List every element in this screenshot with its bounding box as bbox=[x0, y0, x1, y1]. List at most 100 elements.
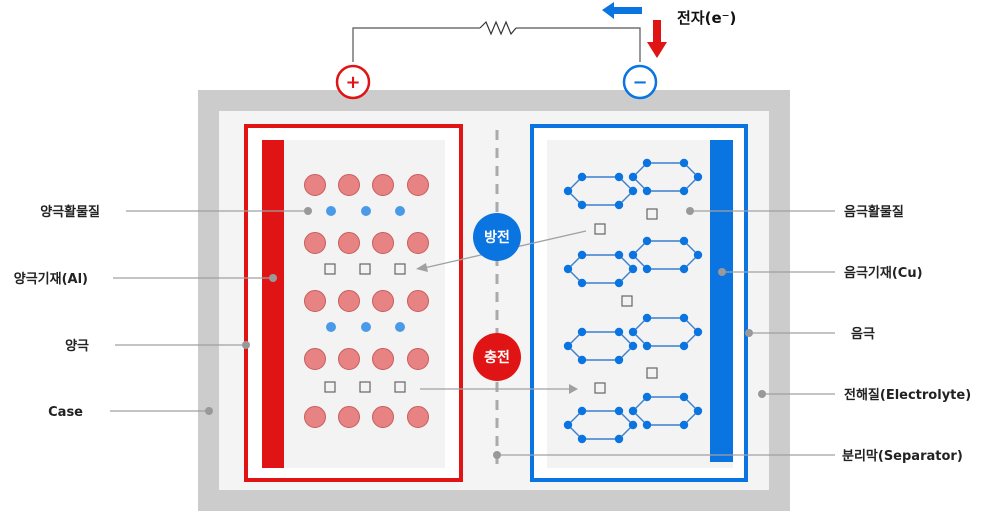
vacancy-square bbox=[324, 381, 336, 393]
carbon-atom bbox=[679, 341, 689, 351]
label-anode: 음극 bbox=[851, 326, 875, 342]
carbon-atom bbox=[679, 264, 689, 274]
cathode-particle bbox=[372, 290, 394, 312]
arrow-head-icon bbox=[416, 263, 428, 272]
carbon-atom bbox=[628, 327, 638, 337]
carbon-atom bbox=[577, 355, 587, 365]
carbon-atom bbox=[642, 158, 652, 168]
positive-symbol: + bbox=[345, 72, 360, 93]
label-separator: 분리막(Separator) bbox=[842, 448, 963, 464]
vacancy-square bbox=[394, 381, 406, 393]
carbon-atom bbox=[614, 250, 624, 260]
cathode-particle bbox=[372, 348, 394, 370]
cathode-active-material bbox=[304, 174, 429, 428]
carbon-atom bbox=[693, 250, 703, 260]
anode-active-material bbox=[563, 158, 703, 444]
lithium-ion bbox=[361, 322, 371, 332]
label-case: Case bbox=[48, 405, 83, 420]
carbon-atom bbox=[628, 406, 638, 416]
vacancy-square bbox=[594, 223, 606, 235]
positive-terminal: + bbox=[335, 64, 371, 100]
cathode-particle bbox=[372, 232, 394, 254]
carbon-atom bbox=[679, 313, 689, 323]
cathode-particle bbox=[338, 174, 360, 196]
carbon-atom bbox=[577, 406, 587, 416]
carbon-atom bbox=[642, 341, 652, 351]
label-anode-active-material: 음극활물질 bbox=[844, 204, 904, 220]
cathode-particle bbox=[304, 174, 326, 196]
carbon-atom bbox=[614, 200, 624, 210]
lithium-ion bbox=[361, 206, 371, 216]
carbon-atom bbox=[642, 264, 652, 274]
carbon-atom bbox=[693, 406, 703, 416]
carbon-atom bbox=[614, 278, 624, 288]
carbon-atom bbox=[628, 250, 638, 260]
label-cathode-collector: 양극기재(Al) bbox=[14, 272, 88, 287]
carbon-atom bbox=[679, 236, 689, 246]
carbon-atom bbox=[563, 341, 573, 351]
cathode-particle bbox=[407, 406, 429, 428]
cathode-particle bbox=[407, 174, 429, 196]
cathode-particle bbox=[407, 348, 429, 370]
cathode-particle bbox=[304, 232, 326, 254]
carbon-atom bbox=[628, 264, 638, 274]
negative-terminal: − bbox=[622, 64, 658, 100]
cathode-particle bbox=[407, 290, 429, 312]
charge-badge: 충전 bbox=[473, 333, 521, 381]
carbon-atom bbox=[679, 392, 689, 402]
cathode-particle bbox=[304, 290, 326, 312]
arrow-down-icon bbox=[647, 20, 667, 58]
lithium-ion bbox=[326, 206, 336, 216]
cathode-particle bbox=[338, 232, 360, 254]
vacancy-square bbox=[359, 381, 371, 393]
carbon-atom bbox=[642, 392, 652, 402]
carbon-atom bbox=[628, 420, 638, 430]
arrow-left-icon bbox=[602, 2, 642, 19]
label-cathode-active-material: 양극활물질 bbox=[40, 204, 100, 220]
cathode-particle bbox=[372, 406, 394, 428]
carbon-atom bbox=[577, 200, 587, 210]
carbon-atom bbox=[614, 406, 624, 416]
carbon-atom bbox=[642, 313, 652, 323]
vacancy-square bbox=[646, 208, 658, 220]
carbon-atom bbox=[679, 158, 689, 168]
carbon-atom bbox=[628, 172, 638, 182]
cathode-particle bbox=[407, 232, 429, 254]
cathode-collector bbox=[262, 140, 284, 468]
carbon-atom bbox=[563, 420, 573, 430]
label-electrolyte: 전해질(Electrolyte) bbox=[844, 387, 971, 403]
carbon-atom bbox=[614, 434, 624, 444]
cathode-particle bbox=[338, 348, 360, 370]
carbon-atom bbox=[642, 236, 652, 246]
carbon-atom bbox=[614, 172, 624, 182]
label-anode-collector: 음극기재(Cu) bbox=[844, 265, 923, 281]
electron-label: 전자(e⁻) bbox=[677, 9, 736, 27]
carbon-atom bbox=[693, 327, 703, 337]
carbon-atom bbox=[679, 420, 689, 430]
lithium-ion bbox=[395, 322, 405, 332]
anode-collector bbox=[710, 140, 733, 462]
arrow-head-icon bbox=[569, 384, 578, 394]
carbon-atom bbox=[577, 434, 587, 444]
vacancy-square bbox=[324, 263, 336, 275]
labels-left: 양극활물질 양극기재(Al) 양극 Case bbox=[14, 204, 312, 420]
carbon-atom bbox=[563, 264, 573, 274]
carbon-atom bbox=[679, 186, 689, 196]
labels-right: 음극활물질 음극기재(Cu) 음극 전해질(Electrolyte) 분리막(S… bbox=[493, 204, 971, 464]
anode bbox=[530, 124, 748, 482]
vacancy-square bbox=[646, 367, 658, 379]
carbon-atom bbox=[577, 327, 587, 337]
carbon-atom bbox=[577, 278, 587, 288]
svg-text:방전: 방전 bbox=[484, 229, 510, 246]
graphite-layer bbox=[563, 392, 703, 444]
carbon-atom bbox=[563, 186, 573, 196]
lithium-ion bbox=[395, 206, 405, 216]
vacancy-square bbox=[394, 263, 406, 275]
cathode-particle bbox=[304, 406, 326, 428]
carbon-atom bbox=[577, 250, 587, 260]
carbon-atom bbox=[614, 327, 624, 337]
negative-symbol: − bbox=[632, 72, 647, 93]
cathode-particle bbox=[372, 174, 394, 196]
carbon-atom bbox=[642, 420, 652, 430]
